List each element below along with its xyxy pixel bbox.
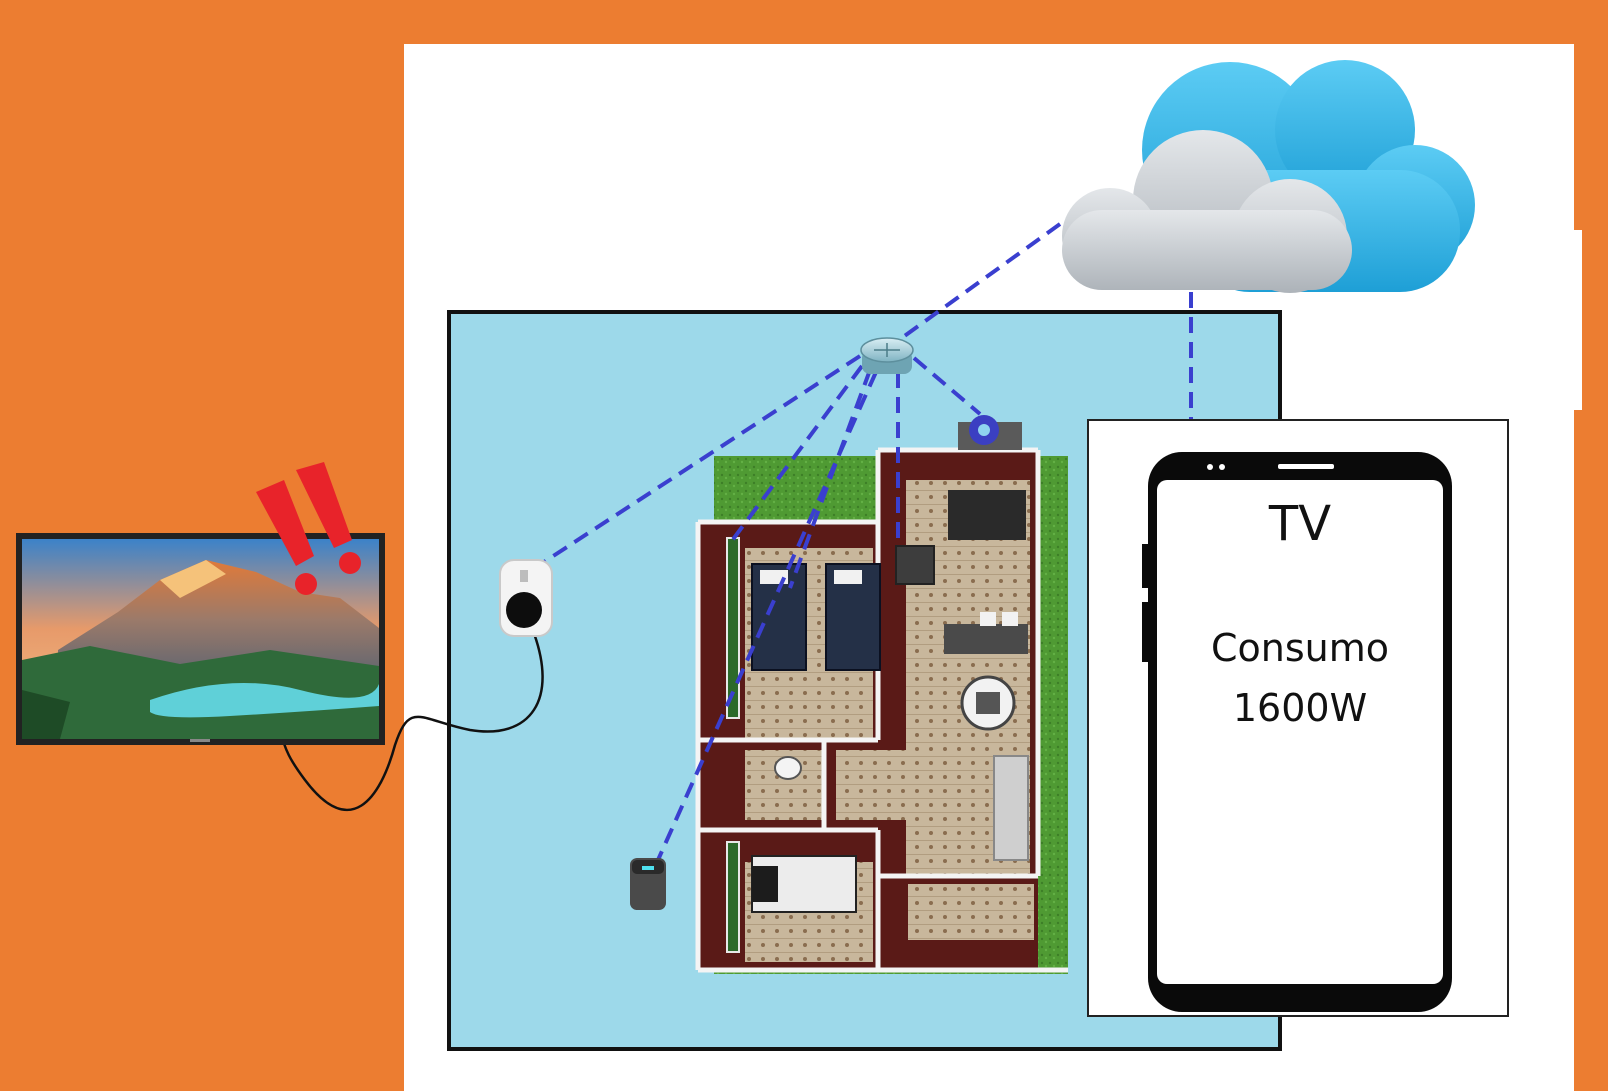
router-icon (860, 337, 914, 374)
phone-title: TV (1268, 496, 1332, 552)
smartphone-icon (1142, 452, 1452, 1012)
link-router-bedroom-1 (726, 364, 864, 548)
smart-plug-icon (278, 559, 553, 812)
link-router-hub (656, 371, 878, 861)
security-camera-icon (969, 415, 999, 445)
tv-icon (16, 533, 385, 745)
floor-plan (695, 422, 1068, 974)
power-cable (278, 627, 544, 812)
phone-consumption-value: 1600W (1232, 686, 1368, 730)
link-router-bedroom-2 (788, 369, 872, 589)
network-links (542, 222, 1193, 861)
phone-consumption-label: Consumo (1210, 626, 1389, 670)
link-router-plug (542, 354, 862, 564)
double-exclamation-icon (256, 462, 361, 595)
smart-hub-icon (630, 858, 666, 910)
link-router-cloud (883, 222, 1062, 352)
link-router-camera (912, 356, 982, 416)
cloud-icon (1062, 60, 1475, 293)
